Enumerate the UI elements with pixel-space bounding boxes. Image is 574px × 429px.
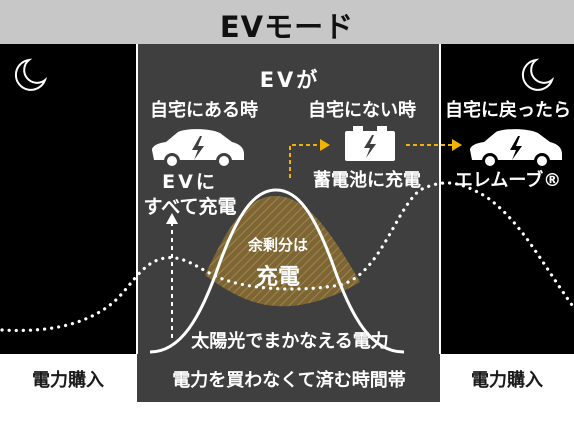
arrow-icon: [320, 139, 330, 151]
car-icon: [470, 129, 562, 169]
footer-center-label: 電力を買わなくて済む時間帯: [172, 370, 406, 391]
return-label: 自宅に戻ったら: [445, 100, 571, 121]
surplus-area: [205, 196, 360, 307]
arrow-icon: [166, 213, 178, 224]
elemove-label: エレムーブ®: [454, 170, 562, 191]
title-bar: [0, 0, 574, 44]
night-panel-left: [0, 44, 137, 354]
away-label: 自宅にない時: [308, 100, 416, 121]
ev-charge-label-line1: EVに: [162, 171, 218, 193]
battery-icon: [345, 126, 395, 161]
ev-header: EVが: [259, 68, 321, 92]
car-icon: [152, 129, 244, 169]
battery-label: 蓄電池に充電: [313, 170, 421, 191]
solar-curve: [149, 188, 405, 354]
surplus-label: 余剰分は: [247, 236, 309, 254]
moon-icon: [14, 58, 48, 91]
footer-center: [137, 354, 440, 402]
solar-label: 太陽光でまかなえる電力: [191, 331, 389, 352]
footer-right-label: 電力購入: [471, 370, 543, 391]
footer-left: [0, 354, 137, 402]
footer-left-label: 電力購入: [32, 370, 104, 391]
page-title: EVモード: [219, 10, 355, 44]
ev-charge-label-line2: すべて充電: [143, 196, 237, 218]
footer-right: [440, 354, 574, 402]
home-label: 自宅にある時: [150, 100, 258, 121]
moon-icon: [521, 58, 555, 91]
arrow-to-battery: [289, 144, 320, 178]
surplus-charge-label: 充電: [255, 265, 301, 290]
arrow-icon: [452, 139, 462, 151]
night-panel-right: [440, 44, 574, 354]
